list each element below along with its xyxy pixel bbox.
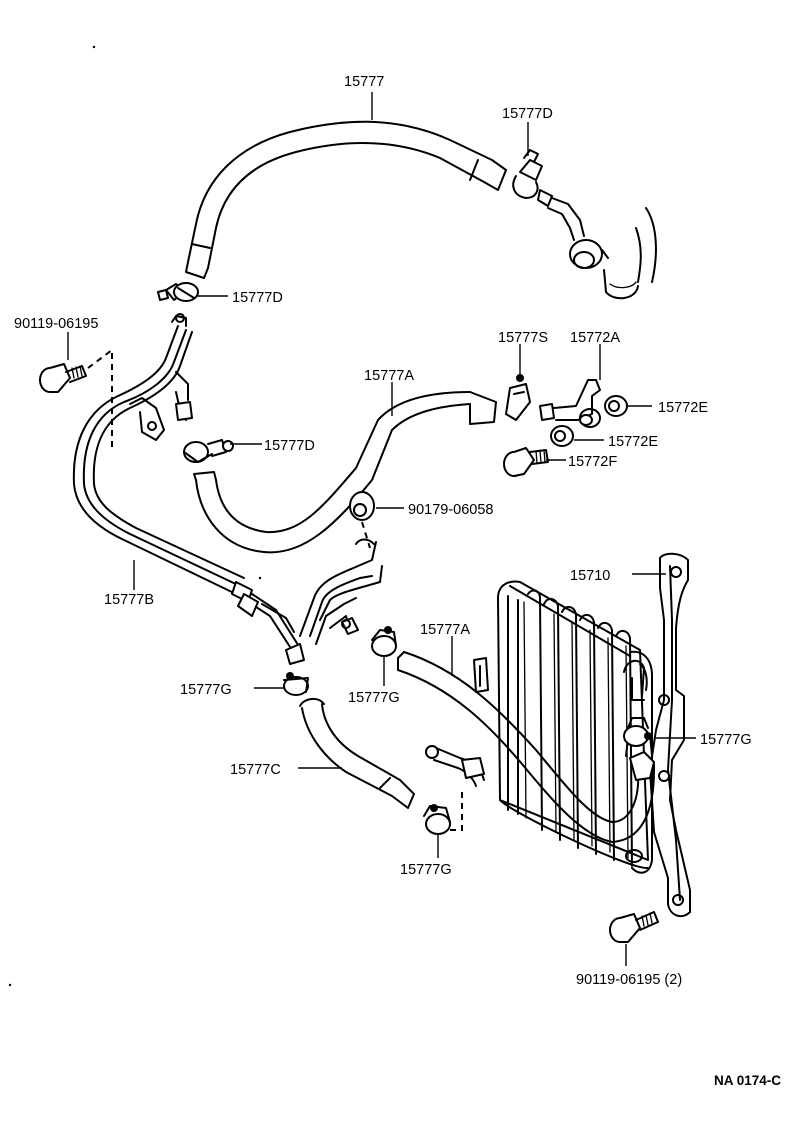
label-15777d-top: 15777D	[502, 106, 553, 122]
bracket-15772a	[539, 379, 601, 428]
radiator-tank-outline	[603, 207, 657, 300]
label-15777s: 15777S	[498, 330, 548, 346]
label-15772e-upper: 15772E	[658, 400, 708, 416]
label-15710: 15710	[570, 568, 610, 584]
return-fitting	[537, 189, 609, 269]
grommet-guide	[361, 521, 371, 549]
speck-2	[258, 576, 262, 580]
label-15777g-bottom: 15777G	[400, 862, 452, 878]
hose-15777	[185, 120, 507, 279]
cooler-bracket	[649, 552, 691, 918]
label-90119-06195-lower: 90119-06195 (2)	[576, 972, 682, 988]
clamp-guide-bottom	[450, 788, 463, 831]
bolt-15772f	[503, 447, 549, 477]
oil-cooler-15710	[473, 552, 691, 918]
label-15777b: 15777B	[104, 592, 154, 608]
diagram-code: NA 0174-C	[714, 1073, 781, 1088]
label-90179-06058: 90179-06058	[408, 502, 493, 518]
label-15777g-mid: 15777G	[348, 690, 400, 706]
label-15772a: 15772A	[570, 330, 620, 346]
loop-pipe	[299, 538, 383, 645]
clamp-15777d-mid	[183, 439, 234, 463]
washer-15772e-upper	[604, 395, 628, 417]
label-15772f: 15772F	[568, 454, 617, 470]
clamp-15777d-left	[157, 282, 199, 302]
label-15777d-mid: 15777D	[264, 438, 315, 454]
part-labels: 15777 15777D 15777D 90119-06195 15777A 1…	[14, 74, 752, 988]
clamp-15777d-top	[512, 149, 543, 199]
label-15777g-left: 15777G	[180, 682, 232, 698]
label-15777d-left: 15777D	[232, 290, 283, 306]
clamp-15777g-bottom	[423, 804, 451, 835]
bolt-lower	[609, 911, 659, 943]
clip-15777s	[505, 374, 531, 421]
label-90119-06195-upper: 90119-06195	[14, 316, 98, 332]
label-15777g-right: 15777G	[700, 732, 752, 748]
pipe-15777b	[72, 313, 305, 665]
clamp-15777g-left	[283, 672, 309, 696]
clamp-15777g-mid	[341, 617, 397, 657]
washer-15772e-lower	[550, 425, 574, 447]
label-15772e-lower: 15772E	[608, 434, 658, 450]
hose-15777c	[299, 698, 415, 809]
grommet	[349, 491, 375, 521]
speck-3	[8, 983, 12, 987]
speck-1	[92, 45, 96, 49]
clamp-15777g-right	[623, 659, 652, 747]
lower-pipe-fitting	[425, 745, 485, 787]
label-15777a-upper: 15777A	[364, 368, 414, 384]
label-15777c: 15777C	[230, 762, 281, 778]
cooler-fins	[499, 589, 649, 870]
bolt-upper	[39, 363, 87, 393]
label-15777a-lower: 15777A	[420, 622, 470, 638]
leader-lines	[67, 92, 696, 966]
hose-15777a-upper	[193, 391, 497, 554]
label-15777: 15777	[344, 74, 384, 90]
hose-15777a-lower	[397, 651, 655, 843]
